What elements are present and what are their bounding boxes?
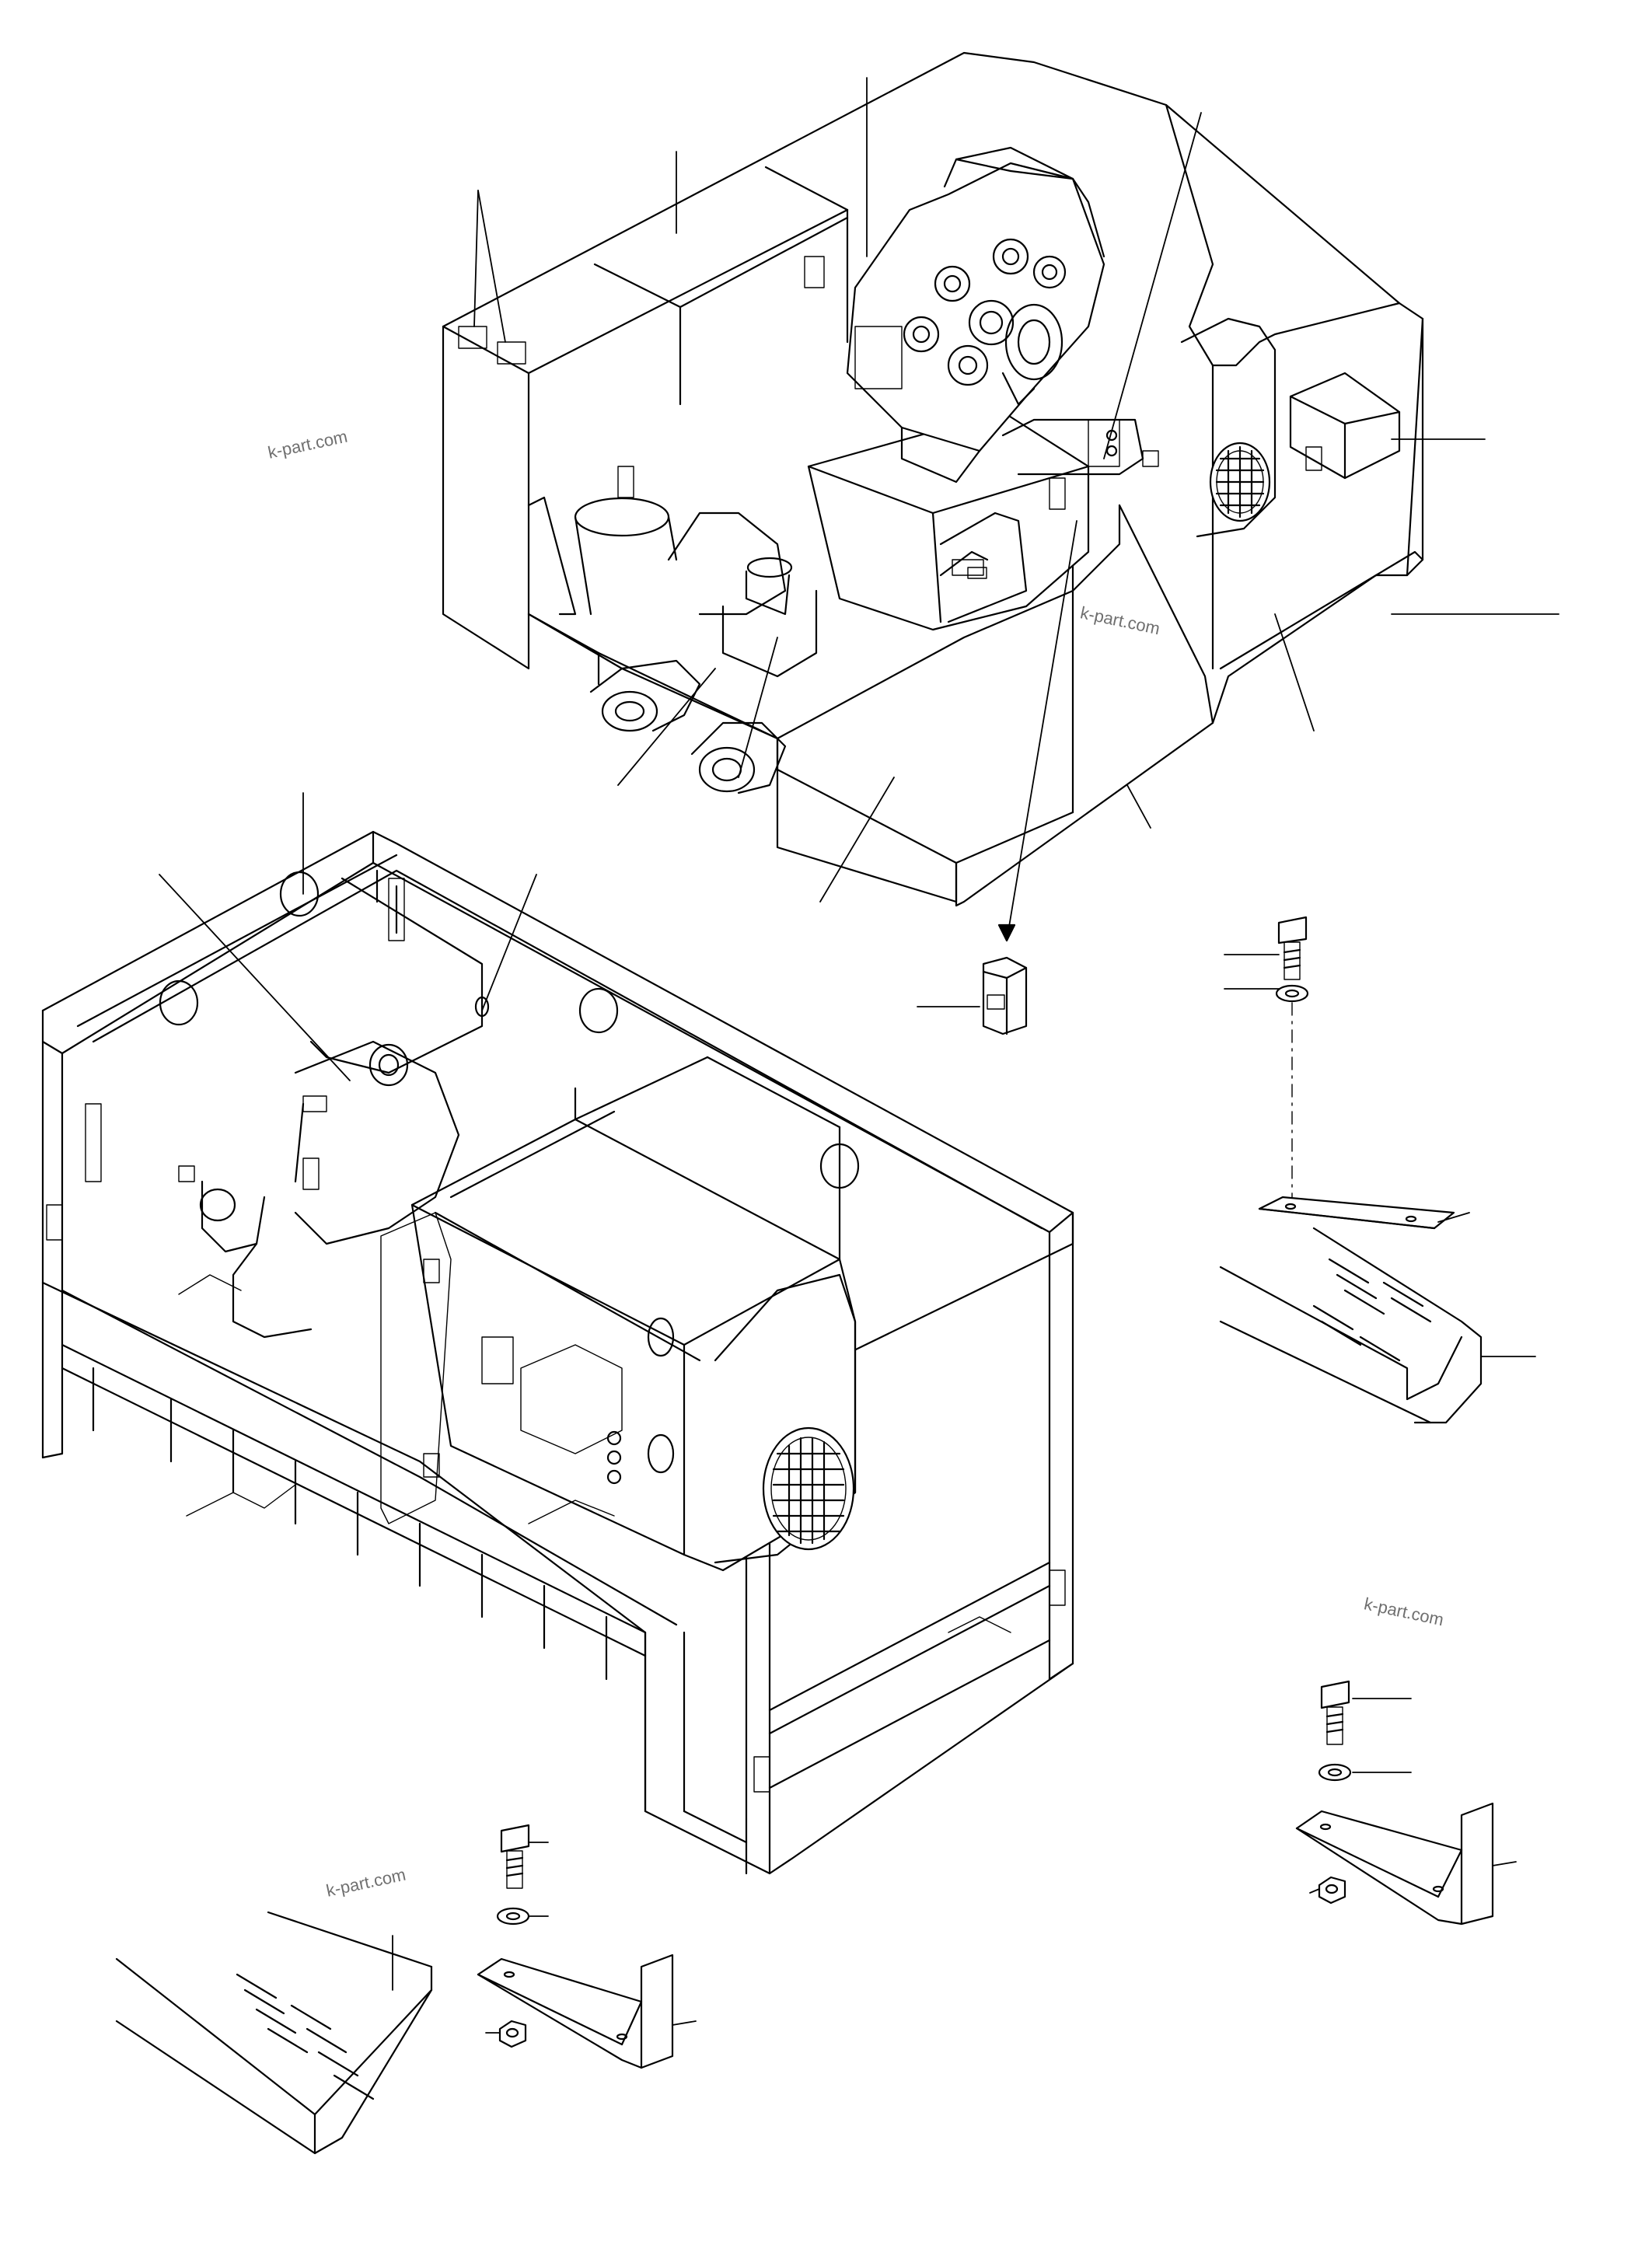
fan-pulley-assembly — [846, 146, 1105, 484]
frame-leader-lines — [159, 792, 537, 1081]
muffler-box — [1001, 317, 1277, 538]
slotted-channel-right — [1219, 1227, 1536, 1424]
bolt-washer-bracket-upper — [1224, 916, 1470, 1230]
bolt-washer-bracket-left — [477, 1824, 697, 2069]
fuel-tank — [527, 466, 818, 794]
arrow-tip — [997, 924, 1016, 942]
top-details — [458, 256, 1066, 510]
radiator-grille — [714, 1273, 857, 1564]
muffler-mesh — [1215, 445, 1265, 518]
engine-block — [85, 869, 1011, 1633]
bolt-washer-bracket-lower — [1295, 1680, 1517, 1926]
top-leader-lines — [473, 77, 1559, 941]
relay-connector — [917, 956, 1028, 1035]
battery-box — [1289, 372, 1401, 480]
slotted-channel-left — [115, 1911, 433, 2155]
air-cleaner-box — [807, 410, 1090, 631]
main-frame — [41, 830, 1074, 1875]
